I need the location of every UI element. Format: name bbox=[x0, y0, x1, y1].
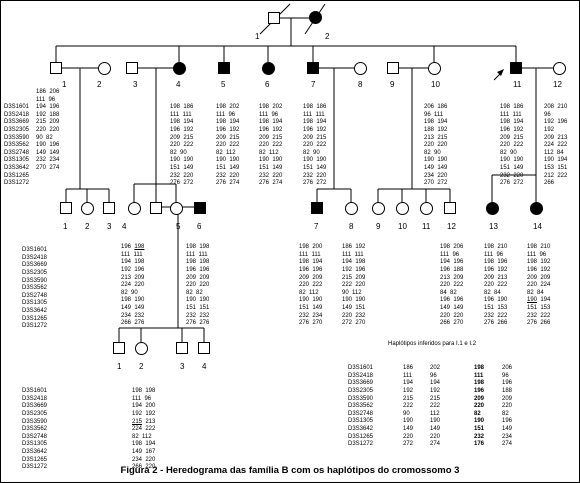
individual-II11-male-affected-proband bbox=[510, 62, 522, 74]
individual-III14-female-affected bbox=[530, 202, 543, 215]
label-II5: 5 bbox=[221, 80, 226, 89]
individual-II4-female-affected bbox=[173, 62, 186, 75]
individual-III9-female bbox=[372, 202, 385, 215]
individual-III7-male-affected bbox=[311, 202, 323, 214]
individual-II8-female bbox=[354, 62, 367, 75]
label-II2: 2 bbox=[97, 80, 102, 89]
label-III11: 11 bbox=[422, 222, 431, 231]
label-III3: 3 bbox=[107, 222, 112, 231]
label-III14: 14 bbox=[533, 222, 542, 231]
label-II1: 1 bbox=[62, 80, 67, 89]
individual-III8-female bbox=[345, 202, 358, 215]
label-II9: 9 bbox=[390, 80, 395, 89]
label-II4: 4 bbox=[176, 80, 181, 89]
individual-II9-male bbox=[387, 62, 399, 74]
individual-IV4-male bbox=[198, 342, 210, 354]
individual-III12-male bbox=[444, 202, 456, 214]
individual-III3-male bbox=[103, 202, 115, 214]
individual-III5-male bbox=[150, 202, 162, 214]
individual-III2-female bbox=[81, 202, 94, 215]
individual-III4-female bbox=[128, 202, 141, 215]
label-II10: 10 bbox=[431, 80, 440, 89]
haplotype-title: Haplótipos inferidos para I.1 e I.2 bbox=[388, 341, 477, 347]
label-III7: 7 bbox=[314, 222, 319, 231]
label-III2: 2 bbox=[85, 222, 90, 231]
individual-III6-male-affected bbox=[194, 202, 206, 214]
individual-III11-female bbox=[420, 202, 433, 215]
label-I1: 1 bbox=[255, 32, 260, 41]
label-III13: 13 bbox=[489, 222, 498, 231]
label-III5: 5 bbox=[176, 222, 181, 231]
label-IV4: 4 bbox=[202, 362, 207, 371]
individual-II12-female bbox=[553, 62, 566, 75]
individual-II2-female bbox=[98, 62, 111, 75]
individual-III13-female-affected bbox=[486, 202, 499, 215]
label-II11: 11 bbox=[513, 80, 522, 89]
label-III8: 8 bbox=[349, 222, 354, 231]
individual-II10-female bbox=[428, 62, 441, 75]
label-I2: 2 bbox=[325, 32, 330, 41]
label-III10: 10 bbox=[398, 222, 407, 231]
label-II12: 12 bbox=[553, 80, 562, 89]
label-III4: 4 bbox=[122, 222, 127, 231]
individual-II3-male bbox=[126, 62, 138, 74]
label-III1: 1 bbox=[63, 222, 68, 231]
label-III9: 9 bbox=[376, 222, 381, 231]
individual-II7-male-affected bbox=[307, 62, 319, 74]
individual-II6-female-affected bbox=[262, 62, 275, 75]
individual-II5-male-affected bbox=[218, 62, 230, 74]
label-III6: 6 bbox=[197, 222, 202, 231]
individual-IV2-female bbox=[135, 342, 148, 355]
label-II7: 7 bbox=[311, 80, 316, 89]
individual-III10-female bbox=[396, 202, 409, 215]
label-IV3: 3 bbox=[180, 362, 185, 371]
individual-IV3-male bbox=[176, 342, 188, 354]
label-II6: 6 bbox=[265, 80, 270, 89]
label-II3: 3 bbox=[133, 80, 138, 89]
individual-I2-female-affected bbox=[309, 11, 322, 24]
individual-I1-male bbox=[268, 12, 280, 24]
figure-caption: Figura 2 - Heredograma das família B com… bbox=[120, 465, 460, 476]
label-III12: 12 bbox=[447, 222, 456, 231]
individual-III5-spouse-female bbox=[170, 202, 183, 215]
individual-II1-male bbox=[50, 62, 62, 74]
label-IV1: 1 bbox=[117, 362, 122, 371]
individual-III1-male bbox=[60, 202, 72, 214]
label-IV2: 2 bbox=[139, 362, 144, 371]
label-II8: 8 bbox=[358, 80, 363, 89]
individual-IV1-male bbox=[113, 342, 125, 354]
